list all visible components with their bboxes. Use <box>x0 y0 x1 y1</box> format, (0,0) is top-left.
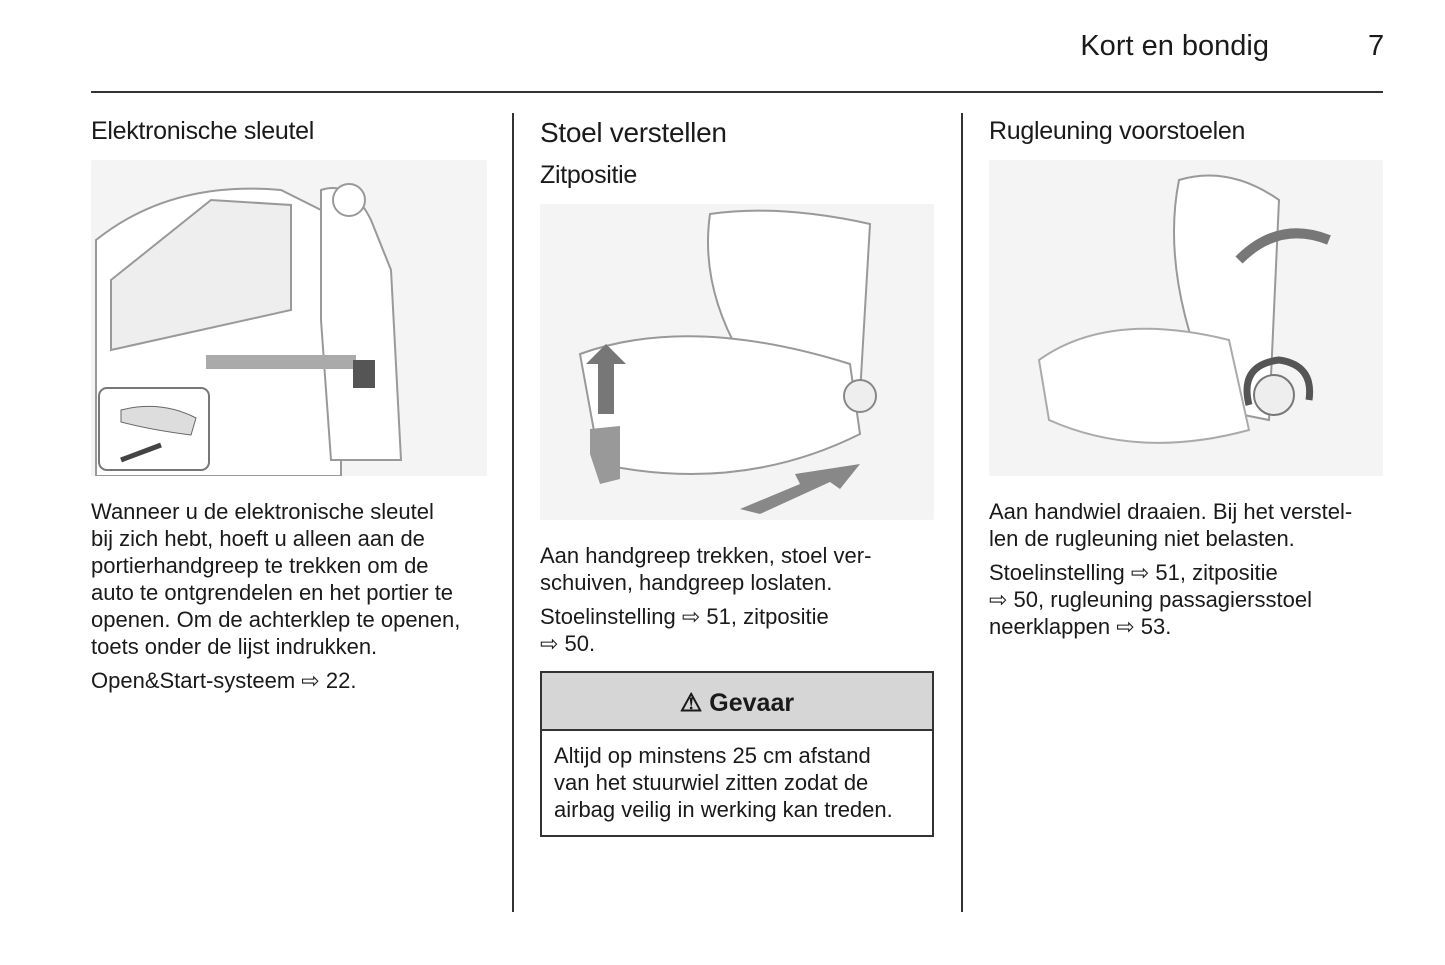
text-line: Wanneer u de elektronische sleutel <box>91 499 434 524</box>
text-line: van het stuurwiel zitten zodat de <box>554 770 869 795</box>
heading: Stoel verstellen <box>540 117 727 148</box>
column-divider <box>961 113 963 912</box>
text-line: auto te ontgrendelen en het portier te <box>91 580 454 605</box>
cross-reference: Stoelinstelling ⇨ 51, zitpositie ⇨ 50. <box>540 603 934 657</box>
warning-triangle-icon: ⚠ <box>679 689 703 717</box>
danger-box: ⚠ Gevaar Altijd op minstens 25 cm afstan… <box>540 671 934 837</box>
text-line[interactable]: ⇨ 50. <box>540 631 596 656</box>
column-electronic-key: Elektronische sleutel Wanneer u de elekt… <box>91 113 487 694</box>
subheading: Zitpositie <box>540 161 638 189</box>
danger-text: Altijd op minstens 25 cm afstand van het… <box>542 731 932 835</box>
text-line: Aan handwiel draaien. Bij het verstel- <box>989 499 1353 524</box>
danger-title: Gevaar <box>709 689 795 717</box>
text-line[interactable]: neerklappen ⇨ 53. <box>989 614 1172 639</box>
text-line: airbag veilig in werking kan treden. <box>554 797 893 822</box>
header-divider <box>91 91 1383 93</box>
paragraph: Wanneer u de elektronische sleutel bij z… <box>91 498 487 660</box>
heading: Elektronische sleutel <box>91 117 314 145</box>
column-backrest: Rugleuning voorstoelen Aan handwiel draa… <box>989 113 1383 640</box>
text-line[interactable]: ⇨ 50, rugleuning passagiersstoel <box>989 587 1312 612</box>
text-line[interactable]: Stoelinstelling ⇨ 51, zitpositie <box>989 560 1278 585</box>
text-line: toets onder de lijst indrukken. <box>91 634 378 659</box>
paragraph: Aan handgreep trekken, stoel ver- schuiv… <box>540 542 934 596</box>
text-line: openen. Om de achterklep te openen, <box>91 607 461 632</box>
cross-reference: Open&Start-systeem ⇨ 22. <box>91 667 487 694</box>
section-title: Kort en bondig <box>1080 30 1269 62</box>
text-line: bij zich hebt, hoeft u alleen aan de <box>91 526 425 551</box>
text-line: Aan handgreep trekken, stoel ver- <box>540 543 872 568</box>
illustration-seat-position <box>540 204 934 520</box>
cross-reference: Stoelinstelling ⇨ 51, zitpositie ⇨ 50, r… <box>989 559 1383 640</box>
illustration-car-door-key <box>91 160 487 476</box>
column-seat-adjust: Stoel verstellen Zitpositie Aan handgree… <box>540 113 934 837</box>
page-number: 7 <box>1368 30 1385 62</box>
column-divider <box>512 113 514 912</box>
danger-header: ⚠ Gevaar <box>542 673 932 731</box>
paragraph: Aan handwiel draaien. Bij het verstel- l… <box>989 498 1383 552</box>
heading: Rugleuning voorstoelen <box>989 117 1246 145</box>
text-line: len de rugleuning niet belasten. <box>989 526 1295 551</box>
text-line: Altijd op minstens 25 cm afstand <box>554 743 871 768</box>
text-line: portierhandgreep te trekken om de <box>91 553 429 578</box>
text-line[interactable]: Stoelinstelling ⇨ 51, zitpositie <box>540 604 829 629</box>
text-line[interactable]: Open&Start-systeem ⇨ 22. <box>91 668 357 693</box>
illustration-backrest <box>989 160 1383 476</box>
text-line: schuiven, handgreep loslaten. <box>540 570 833 595</box>
